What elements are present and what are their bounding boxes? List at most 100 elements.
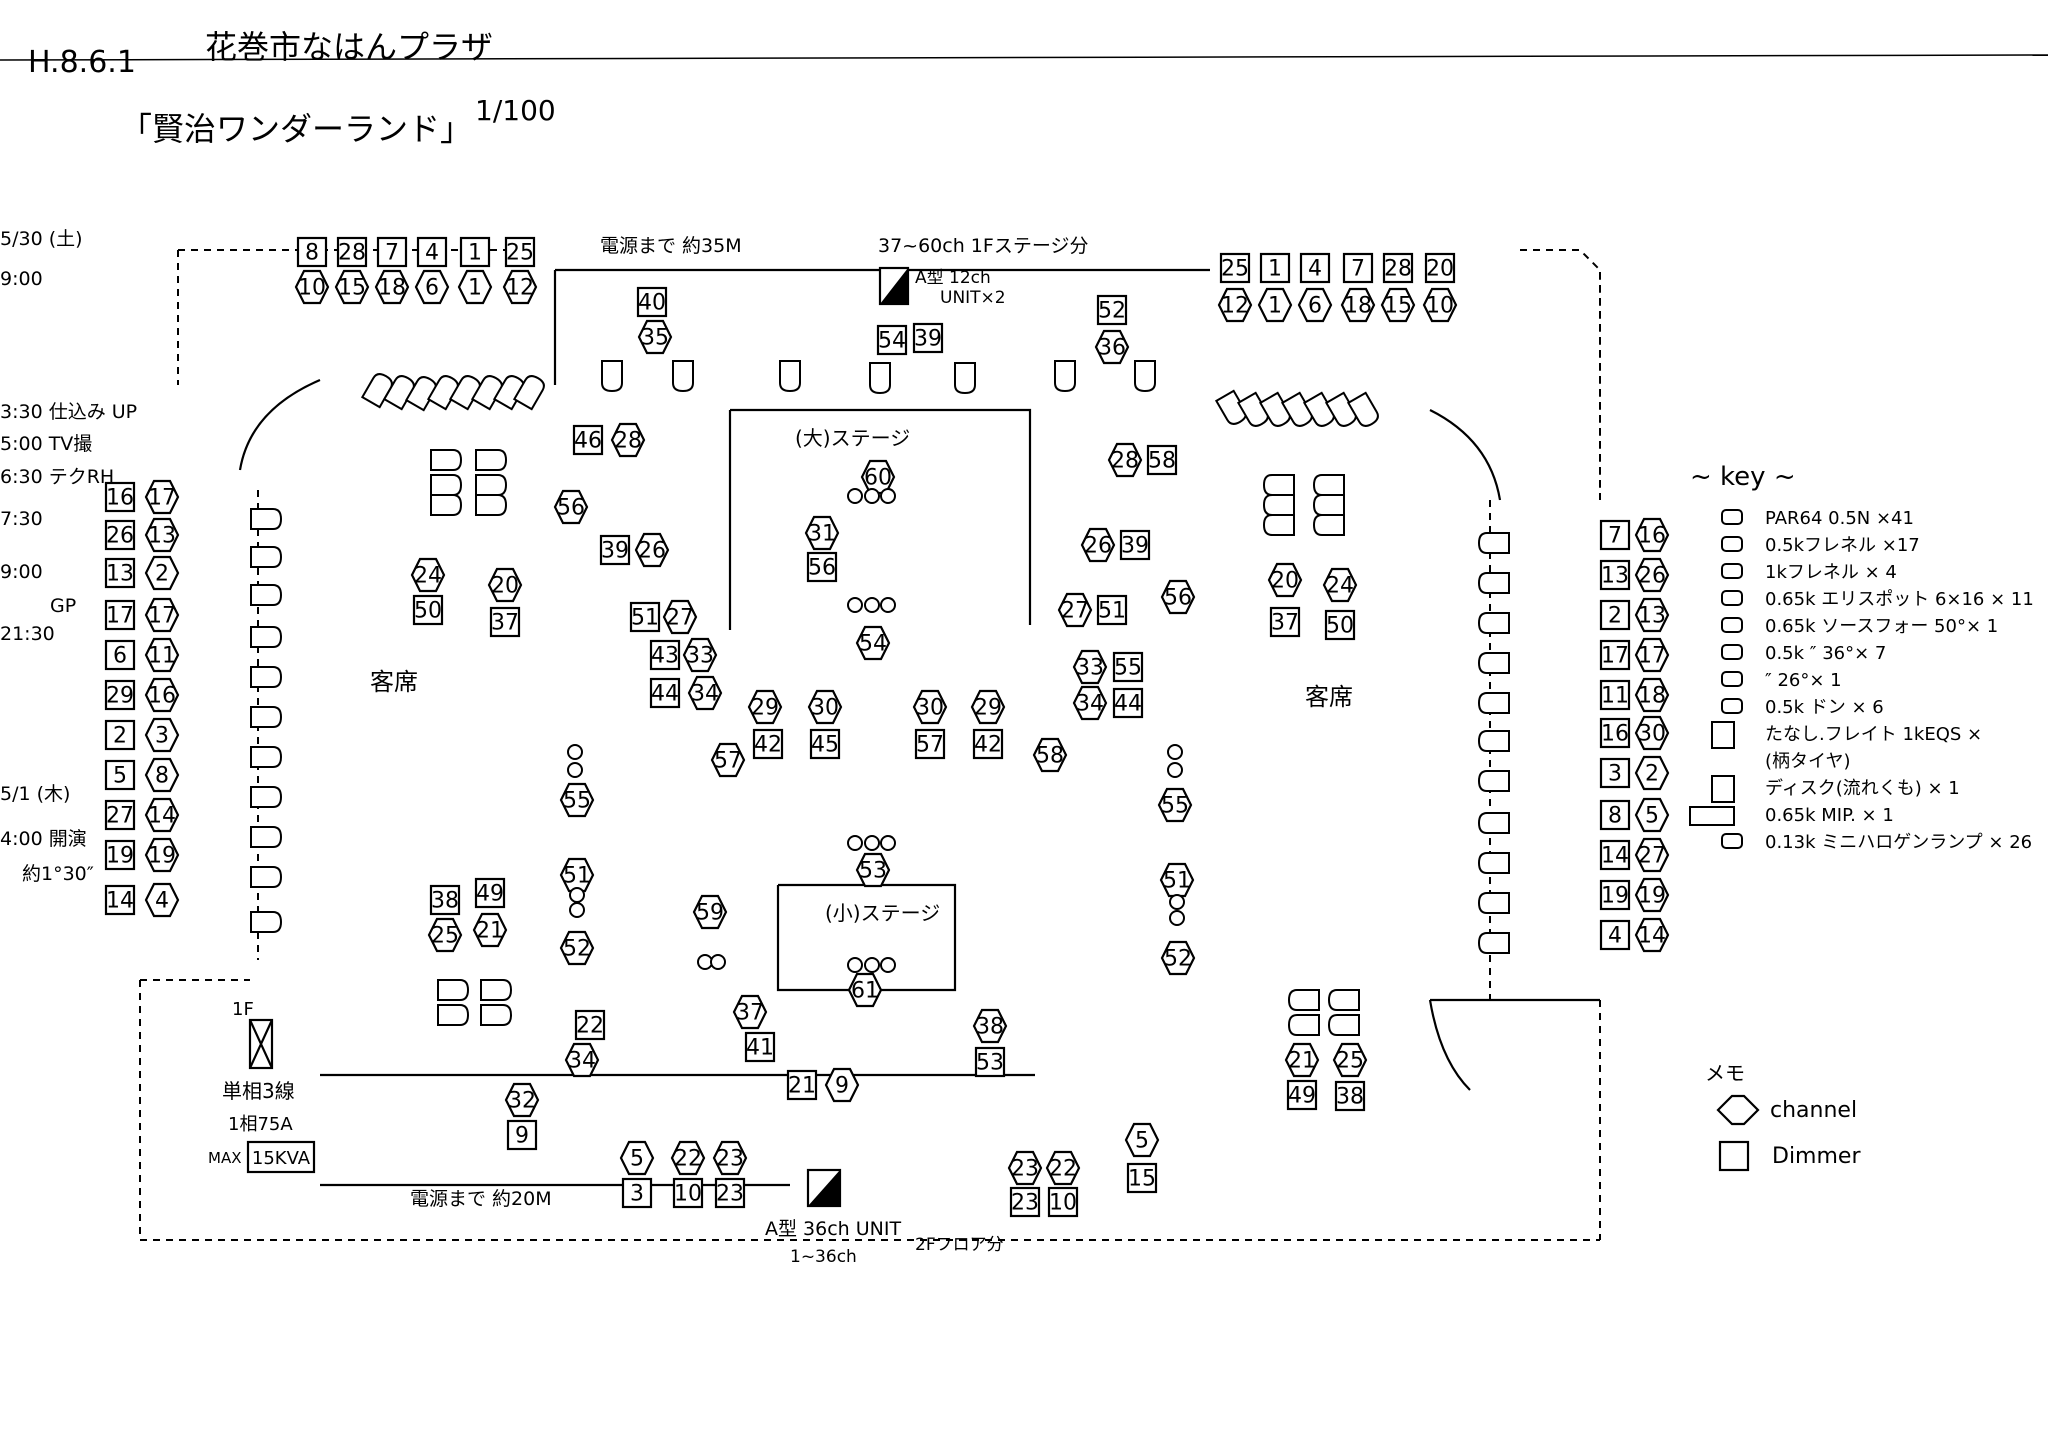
dimmer-number: 42 (974, 733, 1002, 758)
mini-lamp-icon (569, 902, 585, 918)
dimmer-box: 10 (1047, 1186, 1079, 1218)
audience-right-label: 客席 (1305, 683, 1353, 711)
dimmer-box: 42 (752, 728, 784, 760)
channel-hex: 16 (1634, 517, 1670, 553)
dimmer-box: 53 (974, 1046, 1006, 1078)
power-phase: 単相3線 (222, 1079, 295, 1103)
fixture-icon (1054, 360, 1076, 393)
dimmer-box: 23 (1009, 1186, 1041, 1218)
channel-number: 53 (859, 859, 887, 884)
dimmer-number: 11 (1601, 684, 1629, 709)
channel-hex: 21 (1284, 1042, 1320, 1078)
fixture-icon (475, 494, 508, 516)
fixture-icon (250, 626, 283, 648)
channel-number: 4 (155, 889, 169, 914)
channel-number: 19 (1638, 884, 1666, 909)
dimmer-box: 40 (636, 286, 668, 318)
dimmer-number: 2 (1608, 604, 1622, 629)
dimmer-number: 38 (431, 889, 459, 914)
dimmer-box: 54 (876, 324, 908, 356)
channel-number: 6 (425, 276, 439, 301)
channel-number: 34 (691, 682, 719, 707)
channel-number: 5 (630, 1147, 644, 1172)
fixture-icon (1287, 989, 1320, 1011)
channel-hex: 12 (1217, 287, 1253, 323)
channel-hex: 18 (1634, 677, 1670, 713)
channel-hex: 16 (144, 677, 180, 713)
channel-hex: 56 (553, 489, 589, 525)
channel-hex: 2 (1634, 755, 1670, 791)
fixture-icon (1477, 892, 1510, 914)
dimmer-number: 17 (1601, 644, 1629, 669)
fixture-icon (1312, 494, 1345, 516)
dimmer-box: 13 (1599, 559, 1631, 591)
channel-number: 34 (568, 1049, 596, 1074)
channel-number: 15 (1384, 294, 1412, 319)
channel-number: 58 (1036, 744, 1064, 769)
legend-item-label: 0.65k ソースフォー 50°× 1 (1765, 616, 1998, 637)
mini-lamp-icon (864, 957, 880, 973)
dimmer-box: 44 (1112, 687, 1144, 719)
dimmer-number: 8 (305, 241, 319, 266)
channel-hex: 5 (1124, 1122, 1160, 1158)
channel-hex: 12 (502, 269, 538, 305)
legend-item-label: 0.5kフレネル ×17 (1765, 535, 1920, 556)
fixture-icon (1477, 852, 1510, 874)
legend-channel-label: channel (1770, 1098, 1857, 1123)
dimmer-box: 1 (459, 236, 491, 268)
channel-hex: 61 (847, 972, 883, 1008)
channel-number: 29 (751, 696, 779, 721)
fixture-icon (1477, 770, 1510, 792)
power-top-note: 電源まで 約35M (600, 235, 742, 257)
channel-number: 18 (1638, 684, 1666, 709)
fixture-icon (954, 362, 976, 395)
legend-item: 0.5k ドン × 6 (1721, 697, 1884, 718)
dimmer-number: 6 (113, 644, 127, 669)
fixture-icon (1312, 514, 1345, 536)
schedule-line: 5/1 (木) (0, 783, 70, 805)
channel-number: 38 (976, 1015, 1004, 1040)
power-top-channels: 37~60ch 1Fステージ分 (878, 235, 1088, 257)
dimmer-box: 14 (1599, 839, 1631, 871)
fixture-icon (1477, 532, 1510, 554)
legend-item-label: (柄タイヤ) (1765, 751, 1851, 772)
fixture-icon (1312, 474, 1345, 496)
channel-number: 15 (338, 276, 366, 301)
channel-number: 31 (808, 522, 836, 547)
legend-item-label: たなし.フレイト 1kEQS × (1765, 724, 1982, 745)
fixture-icon (250, 866, 283, 888)
fixture-icon (250, 666, 283, 688)
dimmer-number: 45 (811, 733, 839, 758)
mini-lamp-icon (1167, 762, 1183, 778)
channel-hex: 53 (855, 852, 891, 888)
fixture-icon (1262, 494, 1295, 516)
dimmer-box: 38 (429, 884, 461, 916)
legend-item: (柄タイヤ) (1765, 751, 1851, 772)
channel-number: 29 (974, 696, 1002, 721)
channel-hex: 54 (855, 625, 891, 661)
channel-number: 1 (468, 276, 482, 301)
fixture-icon (1134, 360, 1156, 393)
fixture-icon (250, 826, 283, 848)
header-rule (0, 54, 2048, 61)
channel-hex: 4 (144, 882, 180, 918)
mini-lamp-icon (1167, 744, 1183, 760)
legend-item: 0.65k MIP. × 1 (1689, 805, 1894, 826)
channel-number: 20 (1271, 569, 1299, 594)
power-wiring: 電源まで 約35M 37~60ch 1Fステージ分 A型 12ch UNIT×2… (208, 235, 1210, 1267)
dimmer-box: 39 (912, 322, 944, 354)
small-stage: (小)ステージ (776, 883, 957, 992)
channel-hex: 1 (457, 269, 493, 305)
channel-number: 11 (148, 644, 176, 669)
dimmer-box: 58 (1146, 444, 1178, 476)
legend-item: ディスク(流れくも) × 1 (1711, 775, 1960, 803)
fixture-icon (437, 979, 470, 1001)
legend-item-label: 0.5k ドン × 6 (1765, 697, 1884, 718)
power-kva: 15KVA (252, 1148, 311, 1169)
dimmer-box: 39 (599, 534, 631, 566)
channel-hex: 51 (1159, 862, 1195, 898)
legend-item-label: 0.65k MIP. × 1 (1765, 805, 1894, 826)
mini-lamp-icon (880, 957, 896, 973)
channel-number: 51 (563, 864, 591, 889)
dimmer-number: 7 (1608, 524, 1622, 549)
